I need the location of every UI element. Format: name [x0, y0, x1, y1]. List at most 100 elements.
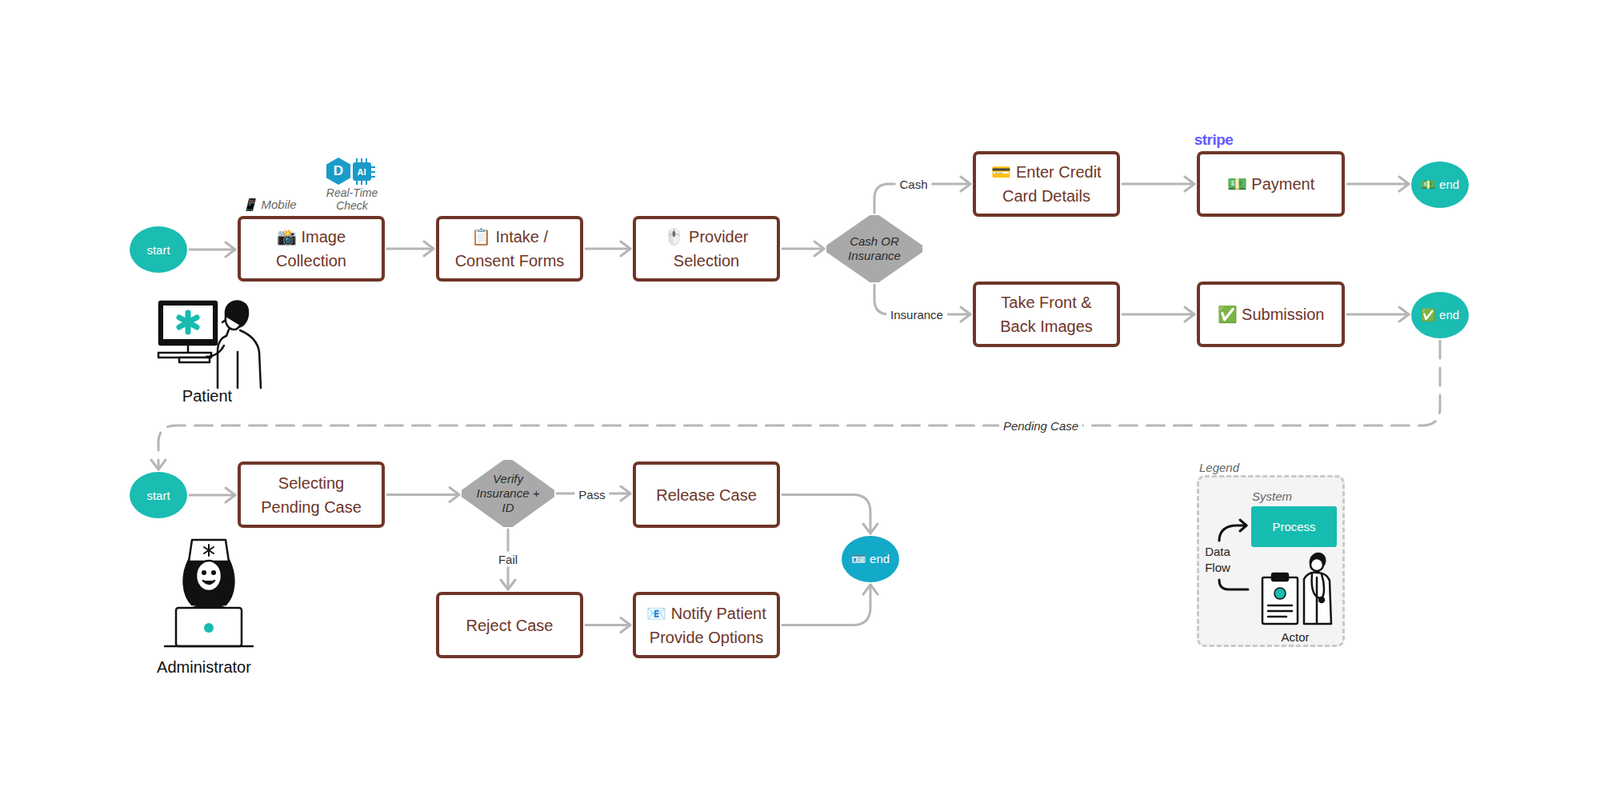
- connector: [1122, 307, 1195, 322]
- annotation-label: Legend: [1199, 460, 1240, 475]
- arrow-head: [225, 488, 236, 503]
- arrow-head: [1184, 176, 1195, 192]
- node-text: Cash OR Insurance: [839, 234, 910, 264]
- connector: [1347, 176, 1409, 192]
- node-text-group: 📸 Image Collection: [248, 224, 374, 273]
- terminal-oval: ✅ end: [1411, 292, 1469, 339]
- process-box: 📸 Image Collection: [237, 216, 385, 282]
- node-text-group: start: [146, 488, 170, 503]
- connector: [782, 495, 878, 535]
- annotation-label: D: [333, 163, 344, 180]
- legend-swatch: Process: [1251, 506, 1337, 548]
- node-text: start: [146, 488, 170, 503]
- node-text-group: start: [146, 243, 170, 257]
- decision-diamond: Cash OR Insurance: [826, 215, 923, 283]
- terminal-oval: start: [129, 226, 188, 273]
- terminal-oval: 🪪 end: [841, 536, 900, 583]
- node-text-group: Selecting Pending Case: [248, 471, 374, 520]
- node-text-group: Release Case: [656, 483, 757, 508]
- arrow-head: [225, 242, 236, 257]
- terminal-oval: 💵 end: [1411, 161, 1469, 208]
- connector: [1347, 307, 1409, 322]
- node-text-group: ✅ end: [1420, 308, 1460, 323]
- node-text-group: Take Front & Back Images: [984, 290, 1109, 339]
- diamond-fill: [462, 460, 554, 527]
- annotation-label: Real-Time Check: [320, 186, 384, 212]
- edge-label: Insurance: [886, 307, 948, 323]
- connector-line: [189, 494, 236, 497]
- arrow-head: [863, 524, 878, 534]
- actor-illustration: [1262, 553, 1332, 624]
- arrow-head: [500, 580, 516, 590]
- annotation-label: AI: [357, 167, 367, 177]
- connector: [189, 242, 236, 257]
- annotation-label: 📱 Mobile: [242, 197, 296, 212]
- legend-text: Data Flow: [1200, 544, 1236, 576]
- edge-label: Cash: [895, 176, 932, 192]
- arrow-head: [449, 488, 460, 503]
- node-text: 🖱️ Provider Selection: [644, 224, 769, 273]
- dashed-connector-line: [158, 340, 1440, 470]
- process-box: 🖱️ Provider Selection: [632, 216, 780, 282]
- process-box: 📧 Notify Patient Provide Options: [632, 592, 780, 659]
- connector-line: [1347, 183, 1409, 186]
- connector-line: [585, 624, 631, 627]
- connector-line: [1347, 313, 1409, 316]
- node-text-group: Verify Insurance + ID: [472, 472, 544, 516]
- annotation-label: Administrator: [156, 658, 252, 677]
- connector-line: [1122, 183, 1195, 186]
- annotation-label: System: [1252, 489, 1292, 504]
- node-text-group: 🖱️ Provider Selection: [644, 224, 769, 273]
- node-text: Verify Insurance + ID: [472, 472, 544, 516]
- node-text-group: 📋 Intake / Consent Forms: [447, 224, 572, 273]
- arrow-head: [424, 241, 434, 256]
- connector: [874, 284, 971, 322]
- node-text: 💵 end: [1420, 177, 1460, 192]
- process-box: 💵 Payment: [1196, 151, 1345, 217]
- edge-label: Pending Case: [999, 418, 1083, 434]
- node-text-group: 💳 Enter Credit Card Details: [984, 160, 1109, 208]
- connector: [1122, 176, 1195, 192]
- process-box: Reject Case: [436, 592, 584, 659]
- process-box: Take Front & Back Images: [972, 281, 1120, 348]
- node-text: Release Case: [656, 483, 757, 508]
- node-text: start: [146, 243, 170, 257]
- connector: [151, 340, 1440, 470]
- connector: [782, 241, 824, 256]
- node-text: 💵 Payment: [1227, 172, 1315, 196]
- node-text: Selecting Pending Case: [248, 471, 374, 520]
- node-text: 📧 Notify Patient Provide Options: [644, 601, 769, 650]
- arrow-head: [620, 618, 631, 633]
- node-text: Reject Case: [466, 613, 554, 638]
- connector-line: [782, 248, 824, 251]
- terminal-oval: start: [129, 472, 188, 519]
- legend-text: Actor: [1280, 630, 1309, 644]
- node-text-group: ✅ Submission: [1217, 302, 1325, 327]
- arrow-head: [1399, 307, 1409, 322]
- node-text: 📸 Image Collection: [248, 224, 374, 273]
- node-text: 💳 Enter Credit Card Details: [984, 160, 1109, 208]
- node-text: ✅ Submission: [1217, 302, 1325, 327]
- node-text: 🪪 end: [851, 552, 890, 567]
- connector-line: [585, 248, 631, 251]
- annotation-label: stripe: [1194, 131, 1234, 149]
- node-text: ✅ end: [1420, 308, 1460, 323]
- arrow-head: [960, 176, 971, 192]
- node-text-group: Reject Case: [466, 613, 554, 638]
- arrow-head: [620, 241, 631, 256]
- edge-label: Fail: [494, 552, 522, 568]
- decision-diamond: Verify Insurance + ID: [461, 460, 555, 528]
- process-box: ✅ Submission: [1196, 281, 1345, 348]
- edge-label: Pass: [574, 487, 609, 503]
- connector: [189, 488, 236, 503]
- process-box: 📋 Intake / Consent Forms: [436, 216, 584, 282]
- connector: [874, 176, 971, 213]
- node-text-group: 📧 Notify Patient Provide Options: [644, 601, 769, 650]
- process-box: Release Case: [632, 461, 780, 528]
- connector: [585, 241, 631, 256]
- node-text: 📋 Intake / Consent Forms: [447, 224, 572, 273]
- arrow-head: [151, 460, 166, 470]
